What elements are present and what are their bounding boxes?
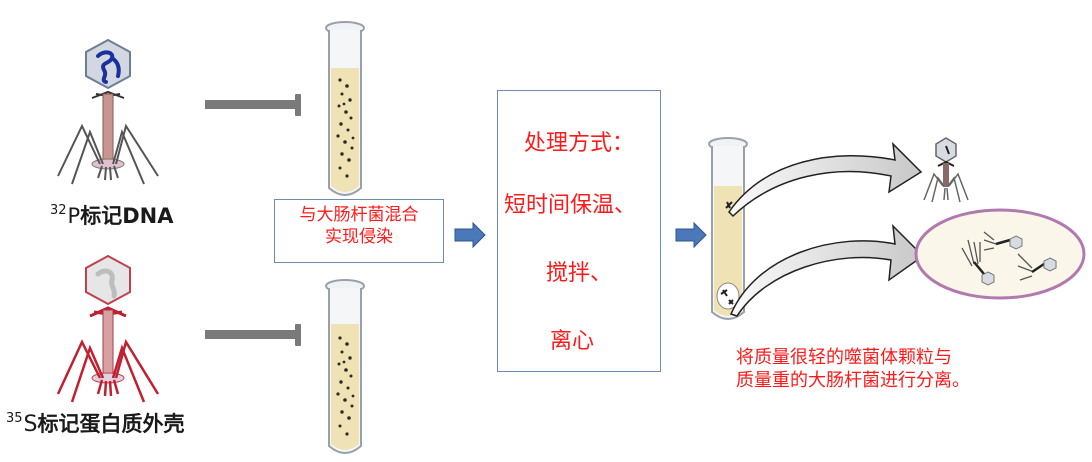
process-step-stir: 搅拌、	[545, 261, 612, 286]
test-tube-top-icon	[325, 21, 365, 196]
protein-label: 35S标记蛋白质外壳	[6, 408, 185, 438]
separation-note: 将质量很轻的噬菌体颗粒与 质量重的大肠杆菌进行分离。	[736, 346, 970, 392]
curved-arrow-supernatant-icon	[728, 141, 923, 218]
blue-arrow-2-icon	[675, 221, 707, 249]
mix-box-line2: 实现侵染	[325, 227, 393, 247]
mix-box-line1: 与大肠杆菌混合	[299, 205, 419, 225]
isotope-symbol: P	[67, 204, 81, 228]
bacteria-pellet-icon	[914, 208, 1086, 300]
free-phage-icon	[923, 137, 969, 203]
label-text: 标记DNA	[80, 204, 174, 228]
isotope-mass: 32	[50, 203, 67, 218]
phage-protein-labeled-icon	[56, 254, 160, 403]
process-step-centrifuge: 离心	[549, 329, 594, 354]
processing-method-box: 处理方式： 短时间保温、 搅拌、 离心	[497, 90, 661, 372]
note-line2: 质量重的大肠杆菌进行分离。	[736, 370, 970, 391]
mix-with-ecoli-box: 与大肠杆菌混合 实现侵染	[274, 199, 444, 263]
isotope-mass: 35	[6, 411, 23, 426]
note-line1: 将质量很轻的噬菌体颗粒与	[736, 347, 952, 368]
blue-arrow-1-icon	[454, 221, 486, 249]
label-text: 标记蛋白质外壳	[37, 412, 185, 436]
test-tube-bottom-icon	[325, 279, 365, 454]
isotope-symbol: S	[23, 412, 38, 437]
process-title: 处理方式：	[523, 131, 634, 156]
gray-arrow-top-icon	[205, 94, 301, 116]
phage-dna-labeled-icon	[57, 38, 159, 185]
dna-label: 32P标记DNA	[50, 200, 173, 230]
curved-arrow-pellet-icon	[729, 223, 925, 317]
gray-arrow-bottom-icon	[205, 324, 301, 346]
centrifuge-tube-icon	[708, 137, 748, 320]
process-step-incubate: 短时间保温、	[504, 193, 637, 218]
